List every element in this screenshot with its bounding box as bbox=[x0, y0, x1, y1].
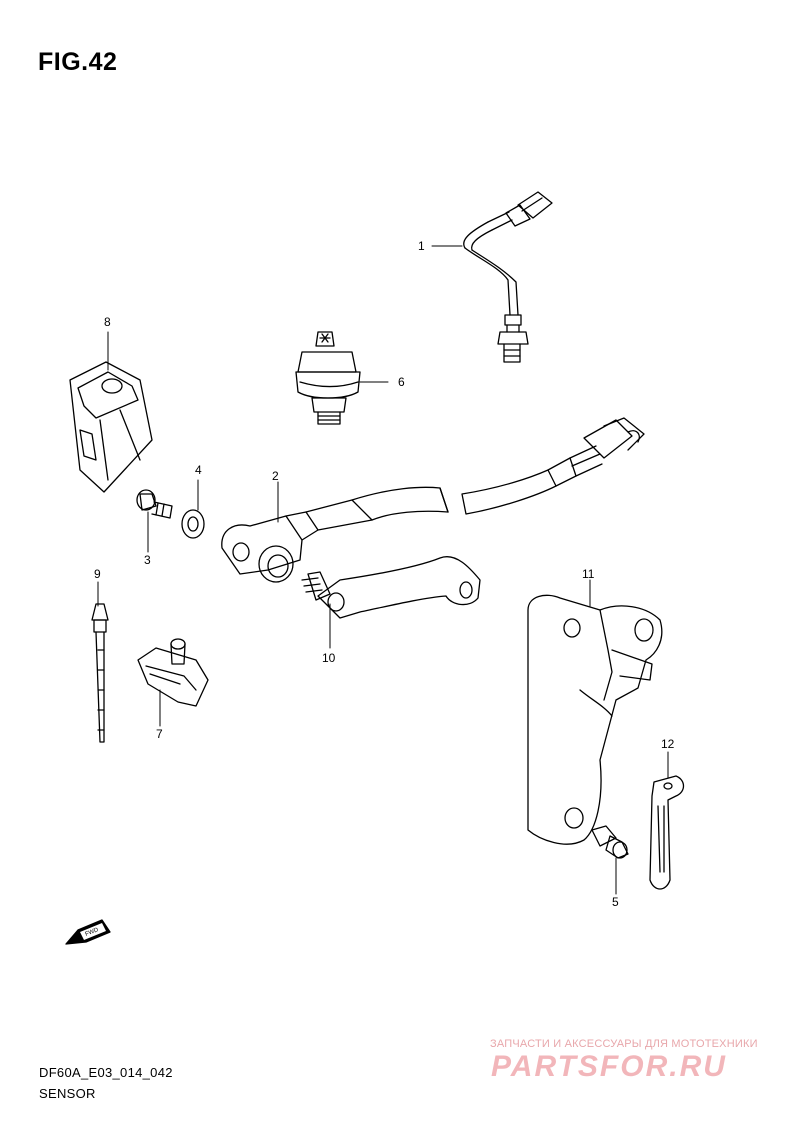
part-3-bolt bbox=[136, 489, 173, 519]
fwd-label: FWD bbox=[85, 927, 101, 938]
part-4-washer bbox=[181, 509, 205, 539]
callout-11: 11 bbox=[582, 567, 595, 581]
callout-2: 2 bbox=[272, 469, 279, 483]
part-11-large-bracket bbox=[527, 594, 663, 845]
callout-4: 4 bbox=[195, 463, 202, 477]
part-12-strap bbox=[649, 775, 685, 890]
part-5-bolt bbox=[591, 825, 629, 859]
callout-10: 10 bbox=[322, 651, 336, 665]
callout-8: 8 bbox=[104, 315, 111, 329]
reference-code: DF60A_E03_014_042 bbox=[39, 1065, 173, 1080]
part-9-cable-tie bbox=[91, 603, 109, 743]
callout-3: 3 bbox=[144, 553, 151, 567]
part-2-sensor-harness bbox=[221, 417, 645, 583]
section-name: SENSOR bbox=[39, 1086, 96, 1101]
part-1-sensor bbox=[463, 191, 553, 363]
callout-9: 9 bbox=[94, 567, 101, 581]
callout-12: 12 bbox=[661, 737, 675, 751]
part-6-pressure-switch bbox=[295, 331, 361, 425]
fwd-arrow-icon bbox=[65, 919, 111, 945]
watermark-brand: PARTSFOR.RU bbox=[491, 1050, 727, 1083]
callout-7: 7 bbox=[156, 727, 163, 741]
watermark-tagline: ЗАПЧАСТИ И АКСЕССУАРЫ ДЛЯ МОТОТЕХНИКИ bbox=[490, 1038, 758, 1050]
part-7-clip bbox=[137, 638, 209, 707]
part-10-bracket bbox=[301, 556, 481, 619]
figure-title: FIG.42 bbox=[38, 48, 118, 76]
callout-6: 6 bbox=[398, 375, 405, 389]
leader-lines bbox=[97, 245, 669, 895]
callout-1: 1 bbox=[418, 239, 425, 253]
part-8-holder bbox=[69, 361, 153, 493]
callout-5: 5 bbox=[612, 895, 619, 909]
